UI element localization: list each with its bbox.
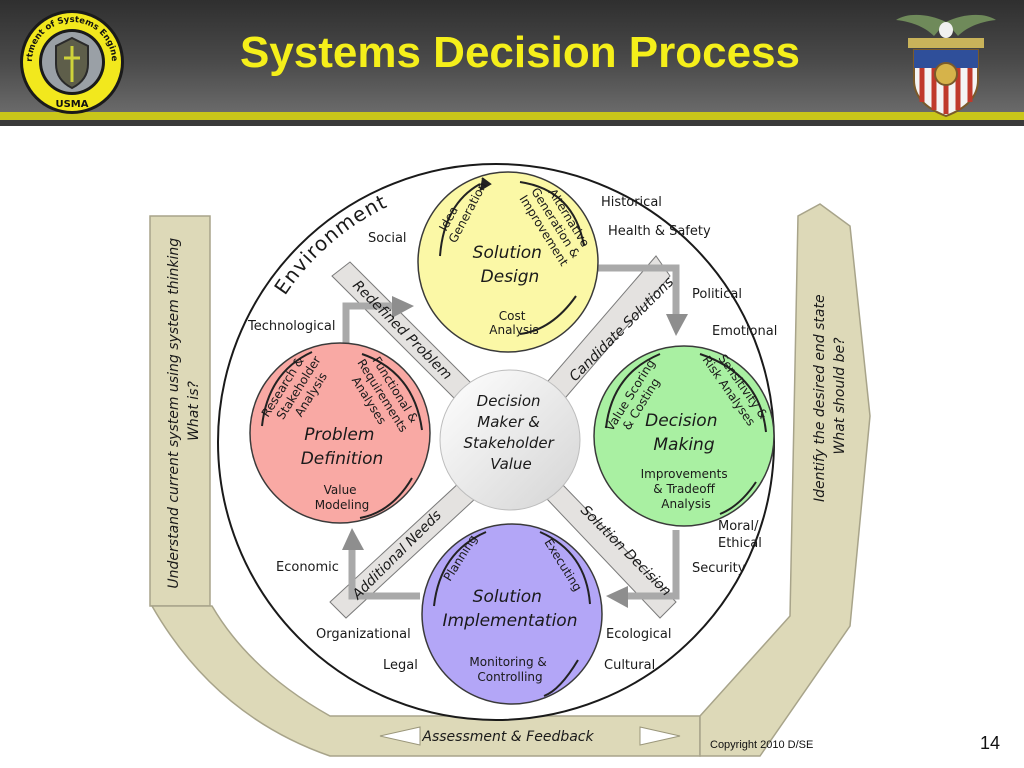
arrow-sd-to-dm (598, 264, 680, 314)
arrow-pd-to-sd (342, 302, 392, 354)
right-arrow-text: Identify the desired end state What shou… (812, 290, 848, 502)
decision-making-circle (593, 345, 775, 527)
center-text: Decision Maker & Stakeholder Value (463, 392, 558, 473)
arrow-dm-to-si (628, 530, 680, 600)
factor-cultural: Cultural (604, 658, 655, 673)
factor-emotional: Emotional (712, 324, 777, 339)
factor-organizational: Organizational (316, 627, 411, 642)
header-dark-stripe (0, 120, 1024, 126)
problem-definition-circle (249, 342, 431, 524)
decision-making-step-improvements: Improvements & Tradeoff Analysis (641, 467, 732, 511)
usma-crest-logo (896, 14, 996, 118)
solution-design-circle (417, 171, 599, 353)
feedback-right-arrowhead (639, 726, 681, 746)
header-accent-stripe (0, 112, 1024, 120)
factor-ethical: Ethical (718, 536, 762, 551)
factor-legal: Legal (383, 658, 418, 673)
solution-design-title: Solution Design (473, 243, 548, 287)
solution-design-step-cost: Cost Analysis (489, 309, 538, 337)
center-value-circle (439, 369, 581, 511)
header-bar (0, 0, 1024, 112)
factor-economic: Economic (276, 560, 339, 575)
factor-ecological: Ecological (606, 627, 671, 642)
right-desired-state-arrow (699, 203, 871, 757)
arrow-pd-to-sd-head (392, 296, 414, 318)
decision-making-title: Decision Making (645, 411, 723, 455)
problem-definition-title: Problem Definition (301, 425, 384, 469)
factor-political: Political (692, 287, 742, 302)
copyright-text: Copyright 2010 D/SE (710, 739, 814, 751)
solution-implementation-title: Solution Implementation (443, 587, 578, 631)
cycle-arrows (261, 177, 767, 697)
factor-health-safety: Health & Safety (608, 224, 711, 239)
arrow-si-to-pd (348, 550, 420, 600)
arrow-dm-to-si-head (606, 586, 628, 608)
page-number: 14 (980, 733, 1001, 753)
page-title: Systems Decision Process (239, 28, 801, 77)
arrow-si-to-pd-head (342, 528, 364, 550)
factor-moral: Moral/ (718, 519, 759, 534)
solution-implementation-step-monitoring: Monitoring & Controlling (469, 655, 550, 684)
bottom-feedback-arrow (150, 605, 701, 757)
bottom-arrow-text: Assessment & Feedback (421, 729, 594, 745)
factor-historical: Historical (601, 195, 662, 210)
dse-logo-usma: USMA (55, 99, 88, 110)
factor-social: Social (368, 231, 407, 246)
feedback-left-arrowhead (379, 726, 421, 746)
arrow-sd-to-dm-head (666, 314, 688, 336)
factor-security: Security (692, 561, 746, 576)
left-arrow-text: Understand current system using system t… (166, 233, 202, 588)
factor-technological: Technological (247, 319, 335, 334)
systems-decision-process-diagram: Environment Social Historical Health & S… (149, 163, 871, 757)
dse-logo: Department of Systems Engineering USMA (16, 6, 124, 114)
solution-implementation-circle (421, 523, 603, 705)
problem-definition-step-value: Value Modeling (315, 483, 370, 512)
